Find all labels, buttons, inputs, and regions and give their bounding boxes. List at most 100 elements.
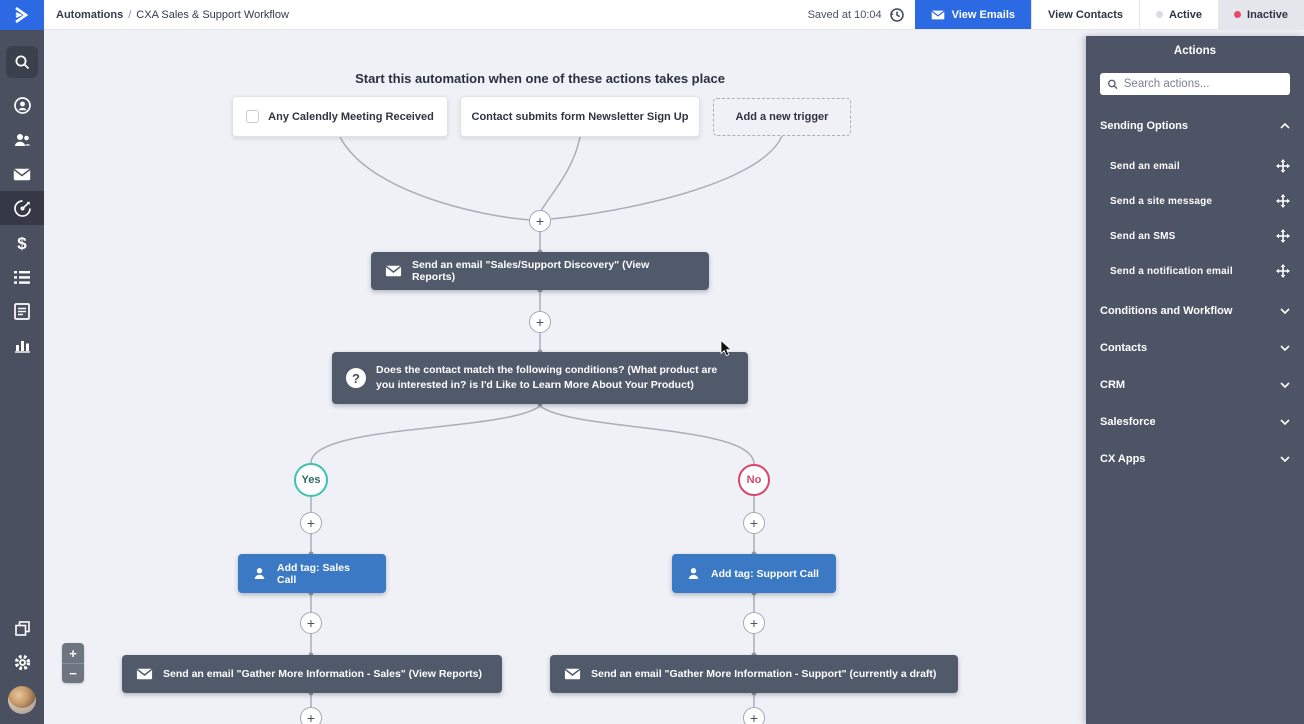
envelope-icon [931, 10, 945, 19]
drag-move-icon[interactable] [1276, 264, 1290, 278]
add-step-button[interactable]: + [743, 512, 765, 534]
add-step-button[interactable]: + [743, 707, 765, 724]
section-label: Conditions and Workflow [1100, 305, 1233, 317]
chevron-down-icon [1280, 345, 1290, 351]
action-item-send-site-message[interactable]: Send a site message [1086, 189, 1304, 213]
node-send-email-discovery[interactable]: Send an email "Sales/Support Discovery" … [371, 252, 709, 290]
trigger-form-submit[interactable]: Contact submits form Newsletter Sign Up [460, 96, 700, 137]
sidebar-search-button[interactable] [6, 46, 38, 78]
section-contacts[interactable]: Contacts [1086, 336, 1304, 360]
node-condition-split[interactable]: ? Does the contact match the following c… [332, 352, 748, 404]
sidebar-item-deals[interactable]: $ [0, 227, 44, 259]
drag-move-icon[interactable] [1276, 194, 1290, 208]
actions-panel: Actions Sending Options Send an email Se… [1086, 36, 1304, 724]
flow-connectors [308, 135, 783, 707]
list-icon [14, 270, 30, 284]
toggle-option-active[interactable]: Active [1140, 0, 1219, 29]
zoom-controls: + − [62, 643, 84, 683]
save-status: Saved at 10:04 [808, 0, 915, 29]
action-item-send-sms[interactable]: Send an SMS [1086, 224, 1304, 248]
breadcrumb: Automations / CXA Sales & Support Workfl… [44, 0, 808, 29]
envelope-icon [13, 168, 31, 180]
active-status-dot [1156, 11, 1163, 18]
person-icon [254, 568, 265, 580]
add-step-button[interactable]: + [300, 612, 322, 634]
node-send-email-gather-sales[interactable]: Send an email "Gather More Information -… [122, 655, 502, 693]
node-add-tag-sales[interactable]: Add tag: Sales Call [238, 554, 386, 593]
drag-move-icon[interactable] [1276, 229, 1290, 243]
breadcrumb-page-title: CXA Sales & Support Workflow [136, 8, 289, 21]
action-item-label: Send a notification email [1110, 265, 1233, 277]
section-crm[interactable]: CRM [1086, 373, 1304, 397]
section-label: CX Apps [1100, 453, 1146, 465]
section-cx-apps[interactable]: CX Apps [1086, 447, 1304, 471]
toggle-option-inactive[interactable]: Inactive [1218, 0, 1304, 29]
app-logo[interactable] [0, 0, 44, 30]
chevron-down-icon [1280, 419, 1290, 425]
search-icon [15, 55, 29, 69]
person-circle-icon [13, 96, 31, 114]
drag-move-icon[interactable] [1276, 159, 1290, 173]
contacts-icon [14, 133, 30, 146]
branch-label: No [746, 474, 762, 486]
action-item-label: Send a site message [1110, 195, 1213, 207]
left-nav-rail: $ [0, 0, 44, 724]
section-conditions-and-workflow[interactable]: Conditions and Workflow [1086, 299, 1304, 323]
node-label: Send an email "Gather More Information -… [591, 668, 937, 680]
search-icon [1107, 79, 1118, 89]
sidebar-item-forms[interactable] [0, 295, 44, 327]
view-emails-button[interactable]: View Emails [914, 0, 1031, 29]
action-item-label: Send an email [1110, 160, 1180, 172]
branch-label: Yes [301, 474, 321, 486]
branch-yes-badge[interactable]: Yes [294, 463, 328, 497]
trigger-label: Any Calendly Meeting Received [268, 110, 434, 123]
sidebar-item-apps[interactable] [0, 612, 44, 644]
node-add-tag-support[interactable]: Add tag: Support Call [672, 554, 836, 593]
action-item-send-email[interactable]: Send an email [1086, 154, 1304, 178]
node-label: Add tag: Sales Call [276, 561, 350, 586]
action-item-send-notification-email[interactable]: Send a notification email [1086, 259, 1304, 283]
trigger-calendly-meeting[interactable]: Any Calendly Meeting Received [232, 96, 448, 137]
user-avatar[interactable] [8, 686, 36, 714]
section-label: Salesforce [1100, 416, 1156, 428]
form-document-icon [14, 302, 30, 320]
dollar-icon: $ [17, 233, 27, 253]
sidebar-item-automations[interactable] [0, 192, 44, 224]
zoom-out-button[interactable]: − [62, 663, 84, 683]
add-step-button[interactable]: + [529, 210, 551, 232]
chevron-down-icon [1280, 382, 1290, 388]
actions-search-box[interactable] [1100, 73, 1290, 95]
sidebar-item-reports[interactable] [0, 329, 44, 361]
node-label: Send an email "Gather More Information -… [163, 668, 482, 680]
breadcrumb-section[interactable]: Automations [56, 8, 124, 21]
activecampaign-logo-icon [15, 7, 29, 23]
add-step-button[interactable]: + [300, 707, 322, 724]
add-step-button[interactable]: + [529, 311, 551, 333]
chevron-up-icon [1280, 123, 1290, 129]
section-salesforce[interactable]: Salesforce [1086, 410, 1304, 434]
view-contacts-label: View Contacts [1048, 8, 1123, 21]
add-step-button[interactable]: + [300, 512, 322, 534]
envelope-icon [564, 668, 581, 680]
question-icon: ? [346, 368, 366, 388]
add-step-button[interactable]: + [743, 612, 765, 634]
section-sending-options[interactable]: Sending Options [1086, 114, 1304, 138]
zoom-in-button[interactable]: + [62, 643, 84, 663]
sidebar-item-contacts[interactable] [0, 124, 44, 156]
history-icon[interactable] [889, 7, 905, 23]
actions-panel-title: Actions [1173, 45, 1217, 57]
section-label: Sending Options [1100, 120, 1188, 132]
stacked-windows-icon [14, 620, 30, 636]
actions-search-input[interactable] [1123, 78, 1283, 90]
sidebar-item-campaigns[interactable] [0, 158, 44, 190]
view-contacts-button[interactable]: View Contacts [1031, 0, 1140, 29]
sidebar-item-getting-started[interactable] [0, 89, 44, 121]
branch-no-badge[interactable]: No [738, 464, 770, 496]
view-emails-label: View Emails [951, 8, 1015, 21]
sidebar-item-settings[interactable] [0, 646, 44, 678]
trigger-label: Contact submits form Newsletter Sign Up [471, 110, 689, 123]
sidebar-item-lists[interactable] [0, 261, 44, 293]
add-new-trigger-button[interactable]: Add a new trigger [713, 98, 851, 136]
node-send-email-gather-support[interactable]: Send an email "Gather More Information -… [550, 655, 958, 693]
